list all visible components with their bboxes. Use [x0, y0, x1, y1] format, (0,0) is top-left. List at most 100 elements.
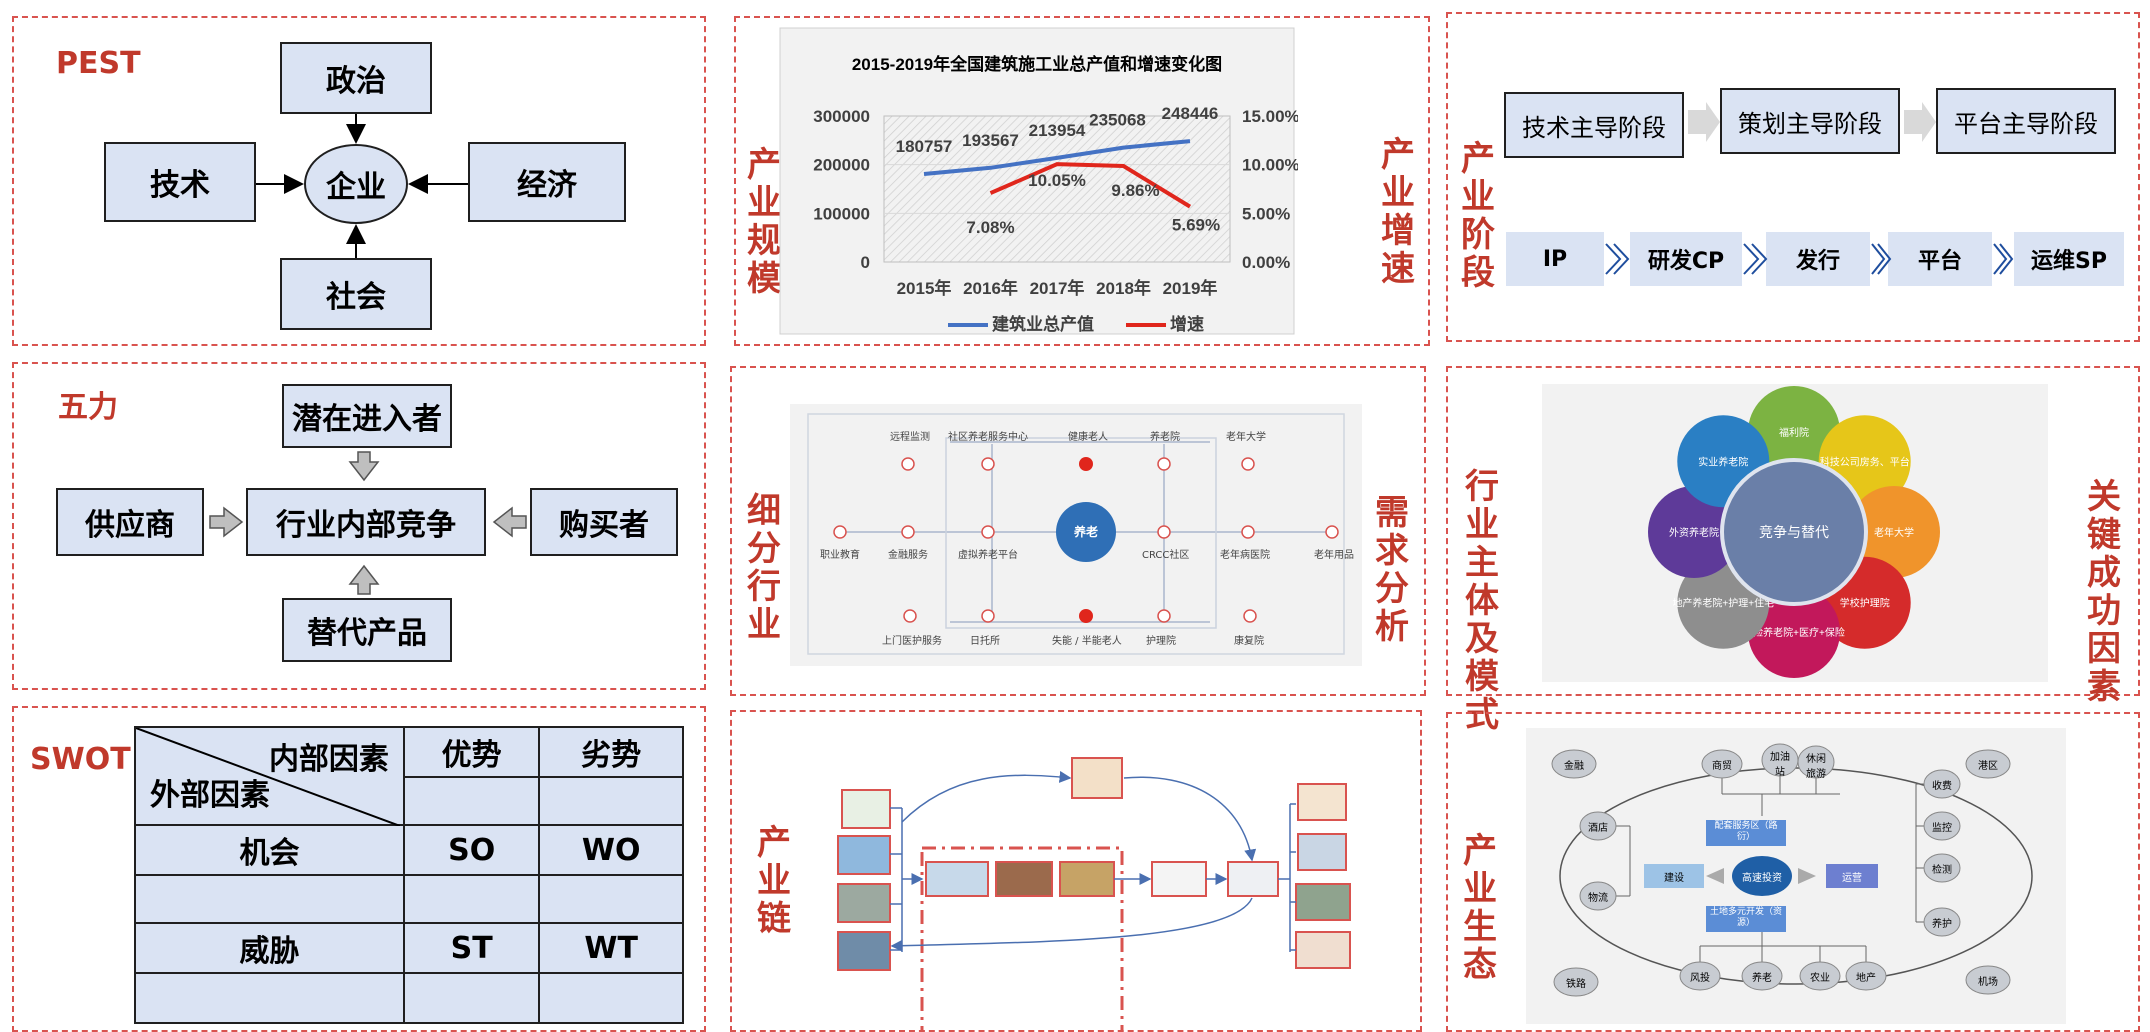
left-data-label-1: 193567 — [962, 131, 1019, 150]
segment-mid-3: CRCC社区 — [1142, 546, 1189, 561]
x-tick-2: 2017年 — [1030, 278, 1085, 298]
right-data-label-1: 7.08% — [966, 218, 1014, 237]
segment-mid-2: 虚拟养老平台 — [958, 546, 1018, 561]
segment-top-2: 健康老人 — [1068, 428, 1108, 443]
eco-left-1: 物流 — [1588, 889, 1608, 904]
swot-external: 外部因素 — [150, 770, 270, 814]
y-right-tick-3: 0.00% — [1242, 253, 1290, 272]
x-tick-0: 2015年 — [897, 278, 952, 298]
swot-empty-1 — [404, 777, 539, 825]
swot-internal: 内部因素 — [269, 734, 389, 778]
eco-bottom-2: 农业 — [1810, 969, 1830, 984]
eco-top-2: 休闲旅游 — [1804, 750, 1828, 780]
line-chart: 2015-2019年全国建筑施工业总产值和增速变化图30000020000010… — [778, 26, 1298, 338]
segment-top-0: 远程监测 — [890, 428, 930, 443]
y-right-tick-2: 5.00% — [1242, 204, 1290, 223]
stages-panel: 产业阶段 技术主导阶段 策划主导阶段 平台主导阶段 IP 研发CP 发行 平台 … — [1446, 12, 2140, 342]
left-data-label-2: 213954 — [1029, 121, 1086, 140]
swot-strength: 优势 — [404, 727, 539, 777]
swot-empty-4 — [404, 875, 539, 923]
eco-top-0: 商贸 — [1712, 757, 1732, 772]
eco-corner-2: 铁路 — [1566, 975, 1586, 990]
segment-panel: 细分行业 需求分析 养老 远程监测 社区养老服务中心 健康老 — [730, 366, 1426, 696]
players-left-label: 行业主体及模式 — [1462, 468, 1502, 734]
eco-right-2: 检测 — [1932, 861, 1952, 876]
y-right-tick-1: 10.00% — [1242, 156, 1298, 175]
swot-threat: 威胁 — [135, 923, 404, 973]
swot-empty-5 — [539, 875, 683, 923]
eco-corner-0: 金融 — [1564, 757, 1584, 772]
eco-left-box: 建设 — [1644, 869, 1704, 884]
eco-right-3: 养护 — [1932, 915, 1952, 930]
swot-so: SO — [404, 825, 539, 875]
y-left-tick-3: 0 — [861, 253, 870, 272]
swot-st: ST — [404, 923, 539, 973]
petal-label-7: 实业养老院 — [1698, 455, 1748, 468]
left-data-label-3: 235068 — [1089, 111, 1146, 130]
swot-empty-2 — [539, 777, 683, 825]
segment-bot-2: 失能 / 半能老人 — [1052, 632, 1122, 647]
segment-mid-1: 金融服务 — [888, 546, 928, 561]
petal-label-3: 学校护理院 — [1840, 597, 1890, 610]
segment-top-1: 社区养老服务中心 — [948, 428, 1028, 443]
players-panel: 行业主体及模式 关键成功因素 福利院科技公司房务、平台老年大学学校护理院保险养老… — [1446, 366, 2140, 696]
legend-label-1: 增速 — [1170, 314, 1204, 334]
eco-bottom-3: 地产 — [1856, 969, 1876, 984]
segment-bot-4: 康复院 — [1234, 632, 1264, 647]
swot-header-cell: 内部因素 外部因素 — [135, 727, 404, 825]
eco-label: 产业生态 — [1460, 832, 1500, 984]
segment-bot-1: 日托所 — [970, 632, 1000, 647]
y-right-tick-0: 15.00% — [1242, 107, 1298, 126]
y-left-tick-1: 200000 — [813, 156, 870, 175]
x-tick-4: 2019年 — [1163, 278, 1218, 298]
swot-empty-8 — [539, 973, 683, 1023]
petal-label-6: 外资养老院 — [1669, 526, 1719, 539]
segment-mid-5: 老年用品 — [1314, 546, 1354, 561]
eco-center-bottom: 土地多元开发（资源） — [1708, 907, 1784, 929]
segment-top-4: 老年大学 — [1226, 428, 1266, 443]
chain-diagram — [732, 712, 1422, 1032]
eco-right-0: 收费 — [1932, 777, 1952, 792]
segment-mid-4: 老年病医院 — [1220, 546, 1270, 561]
petal-center-label: 竞争与替代 — [1759, 524, 1829, 540]
swot-wo: WO — [539, 825, 683, 875]
segment-diagram: 养老 远程监测 社区养老服务中心 健康老人 养老院 老年大学 职业教育 金融服务… — [790, 404, 1362, 666]
segment-left-label: 细分行业 — [744, 492, 784, 644]
left-data-label-4: 248446 — [1162, 104, 1219, 123]
y-left-tick-0: 300000 — [813, 107, 870, 126]
chain-panel: 产业链 — [730, 710, 1422, 1032]
pest-panel: PEST 政治 技术 企业 经济 社会 — [12, 16, 706, 346]
swot-weakness: 劣势 — [539, 727, 683, 777]
segment-right-label: 需求分析 — [1372, 494, 1412, 646]
players-diagram: 福利院科技公司房务、平台老年大学学校护理院保险养老院+医疗+保险地产养老院+护理… — [1542, 384, 2048, 682]
petal-label-5: 地产养老院+护理+住宅 — [1672, 597, 1774, 610]
eco-corner-3: 机场 — [1978, 973, 1998, 988]
eco-right-1: 监控 — [1932, 819, 1952, 834]
eco-bottom-1: 养老 — [1752, 969, 1772, 984]
eco-diagram: 金融 港区 铁路 机场 商贸 加油站 休闲旅游 酒店 物流 收费 监控 检测 养… — [1526, 728, 2066, 1024]
pest-arrows — [14, 18, 704, 344]
swot-tag: SWOT — [30, 742, 131, 777]
segment-bot-3: 护理院 — [1146, 632, 1176, 647]
scale-right-label: 产业增速 — [1378, 136, 1418, 288]
five-forces-panel: 五力 潜在进入者 供应商 行业内部竞争 购买者 替代产品 — [12, 362, 706, 690]
right-data-label-3: 9.86% — [1111, 181, 1159, 200]
segment-mid-0: 职业教育 — [820, 546, 860, 561]
left-data-label-0: 180757 — [896, 137, 953, 156]
eco-top-1: 加油站 — [1768, 748, 1792, 778]
x-tick-1: 2016年 — [963, 278, 1018, 298]
swot-opportunity: 机会 — [135, 825, 404, 875]
five-forces-arrows — [14, 364, 704, 688]
x-tick-3: 2018年 — [1096, 278, 1151, 298]
eco-panel: 产业生态 — [1446, 712, 2140, 1032]
eco-bottom-0: 风投 — [1690, 969, 1710, 984]
eco-corner-1: 港区 — [1978, 757, 1998, 772]
swot-empty-7 — [404, 973, 539, 1023]
segment-top-3: 养老院 — [1150, 428, 1180, 443]
eco-center: 高速投资 — [1742, 869, 1782, 884]
segment-bot-0: 上门医护服务 — [882, 632, 942, 647]
petal-label-1: 科技公司房务、平台 — [1820, 455, 1910, 468]
